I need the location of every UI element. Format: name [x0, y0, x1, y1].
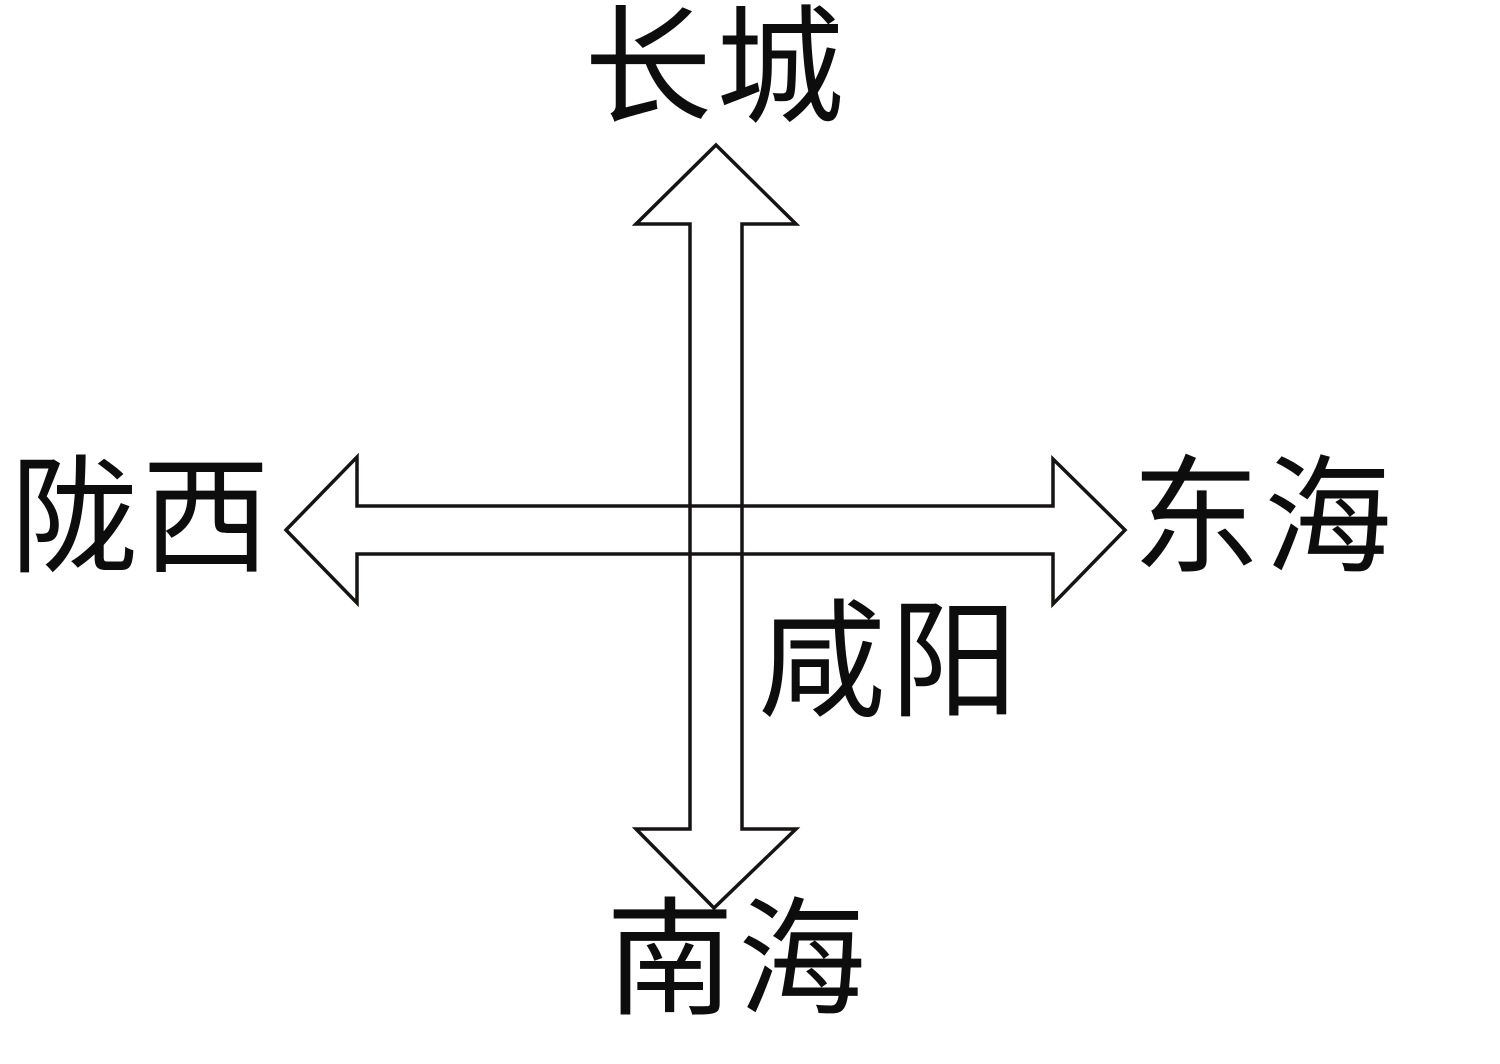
label-center-xianyang: 咸阳: [758, 591, 1023, 734]
label-north-great-wall: 长城: [583, 0, 849, 140]
label-south-south-sea: 南海: [605, 889, 871, 1032]
label-east-east-sea: 东海: [1132, 447, 1397, 590]
vertical-double-arrow-icon: [631, 142, 801, 911]
label-west-longxi: 陇西: [10, 447, 275, 590]
horizontal-double-arrow-icon: [283, 452, 1128, 609]
